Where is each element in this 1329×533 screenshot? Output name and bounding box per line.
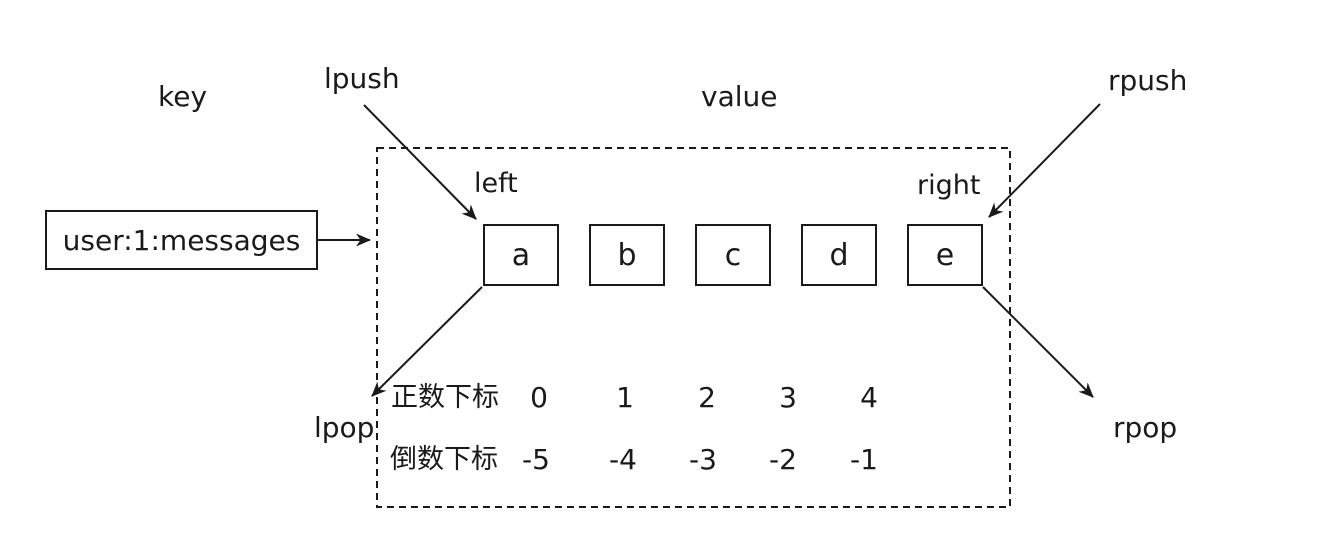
negative-index-value: -2 [769, 443, 797, 476]
key-label: key [158, 80, 208, 113]
list-item-box: d [801, 224, 877, 286]
list-item-value: e [935, 237, 955, 273]
value-dashed-border [376, 147, 1011, 508]
negative-index-value: -4 [609, 443, 637, 476]
lpush-arrow [363, 104, 477, 220]
rpush-arrow [988, 103, 1101, 218]
right-end-label: right [917, 170, 981, 201]
positive-index-row-label: 正数下标 [391, 382, 499, 413]
list-item-box: e [907, 224, 983, 286]
list-item-value: c [724, 237, 742, 273]
key-box: user:1:messages [45, 210, 318, 270]
list-item-value: d [829, 237, 849, 273]
positive-index-value: 4 [860, 381, 878, 414]
lpop-arrow [371, 286, 483, 397]
rpop-arrow [982, 286, 1094, 398]
rpush-label: rpush [1108, 64, 1188, 97]
key-name: user:1:messages [62, 223, 301, 257]
lpush-label: lpush [324, 62, 400, 95]
positive-index-value: 3 [779, 381, 797, 414]
list-item-value: b [617, 237, 637, 273]
value-label: value [701, 80, 778, 113]
list-item-box: c [695, 224, 771, 286]
lpop-label: lpop [314, 411, 375, 444]
negative-index-value: -5 [522, 443, 550, 476]
list-item-box: a [483, 224, 559, 286]
negative-index-value: -3 [689, 443, 717, 476]
positive-index-value: 2 [698, 381, 716, 414]
positive-index-value: 0 [530, 381, 548, 414]
list-item-value: a [511, 237, 531, 273]
positive-index-value: 1 [616, 381, 634, 414]
negative-index-row-label: 倒数下标 [390, 444, 498, 475]
list-item-box: b [589, 224, 665, 286]
left-end-label: left [474, 168, 518, 199]
rpop-label: rpop [1113, 411, 1178, 444]
negative-index-value: -1 [850, 443, 878, 476]
